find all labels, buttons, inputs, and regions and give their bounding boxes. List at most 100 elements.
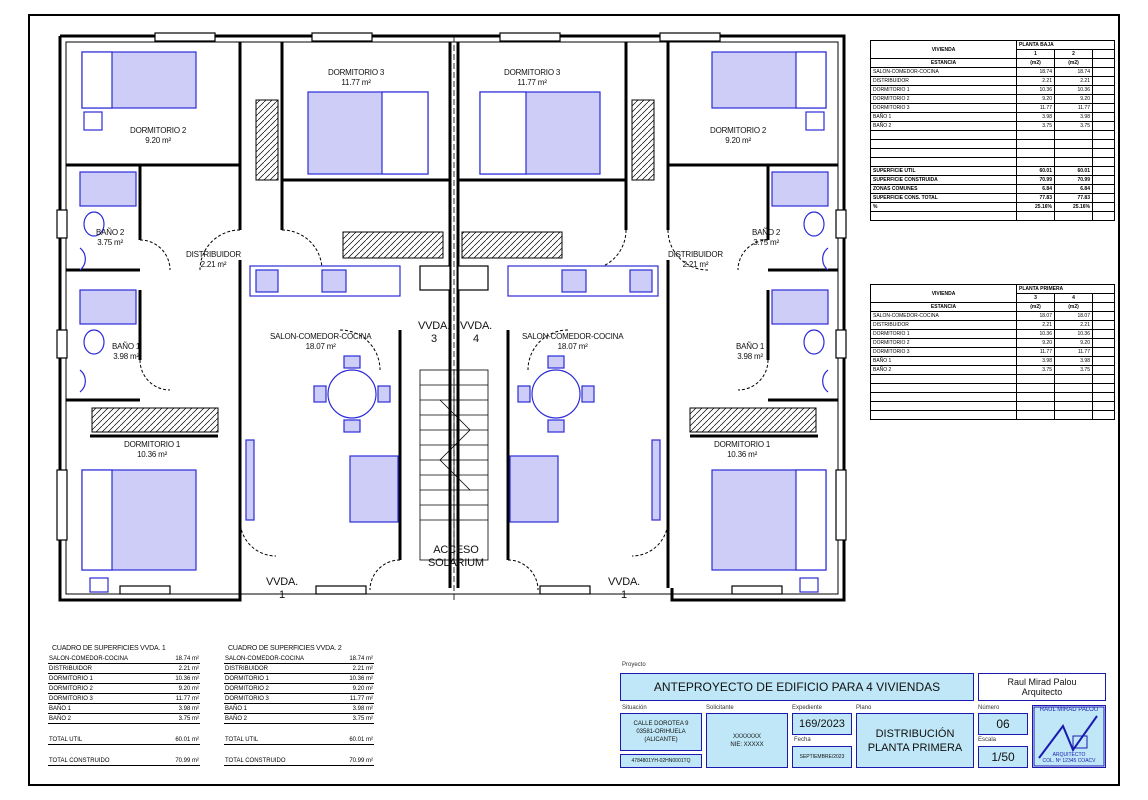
stamp-role: ARQUITECTO <box>1052 752 1086 758</box>
architect-name: Raul Mirad Palou <box>1007 677 1077 687</box>
room-name: DORMITORIO 3 <box>328 68 385 77</box>
unit-number: 1 <box>279 589 285 601</box>
table-unit: (m2) <box>1016 58 1055 68</box>
table-head-vivienda: VIVIENDA <box>870 40 1017 59</box>
table-col-2: 2 <box>1054 49 1093 59</box>
numero-box: 06 <box>978 713 1028 735</box>
table-head-planta: PLANTA PRIMERA <box>1016 284 1115 294</box>
plano-label: Plano <box>856 705 872 711</box>
unit-name: VVDA. <box>460 320 493 332</box>
door-swings <box>139 229 769 591</box>
expediente-box: 169/2023 <box>792 713 852 735</box>
table-col-4: 4 <box>1054 293 1093 303</box>
room-name: DORMITORIO 1 <box>714 440 771 449</box>
situacion-line: CALLE DOROTEA 9 <box>633 721 689 727</box>
room-area: 3.75 m² <box>753 238 779 247</box>
numero-label: Número <box>978 705 1000 711</box>
architect-role: Arquitecto <box>1021 687 1063 697</box>
room-label-vvda3: VVDA.3 <box>418 320 450 346</box>
room-area: 2.21 m² <box>200 260 227 269</box>
fecha-box: SEPTIEMBRE/2023 <box>792 746 852 768</box>
room-name: DORMITORIO 2 <box>130 126 187 135</box>
solicitante-box: XXXXXXX NIE: XXXXX <box>706 713 788 768</box>
room-area: 9.20 m² <box>145 136 171 145</box>
table-unit: (m2) <box>1054 302 1093 312</box>
expediente-label: Expediente <box>792 705 823 711</box>
wardrobes <box>91 99 817 433</box>
room-name: BAÑO 1 <box>736 342 765 351</box>
room-area: 3.98 m² <box>113 352 139 361</box>
escala-label: Escala <box>978 737 997 743</box>
unit-number: 4 <box>473 333 479 345</box>
solicitante-line: XXXXXXX <box>732 733 761 740</box>
solicitante-line: NIE: XXXXX <box>730 741 764 748</box>
unit-name: VVDA. <box>608 576 641 588</box>
situacion-line: (ALICANTE) <box>644 737 678 743</box>
proyecto-label: Proyecto <box>622 662 646 668</box>
table-total-row: %25.16%25.16% <box>870 202 1116 212</box>
table-col-1: 1 <box>1016 49 1055 59</box>
room-area: 10.36 m² <box>727 450 758 459</box>
table-head-estancia: ESTANCIA <box>870 302 1017 312</box>
interior-walls <box>66 42 838 588</box>
table-col-3: 3 <box>1016 293 1055 303</box>
exterior-walls <box>58 34 846 602</box>
acceso-line2: SOLARIUM <box>428 557 484 569</box>
unit-name: VVDA. <box>266 576 299 588</box>
furniture <box>79 51 829 593</box>
room-name: SALON-COMEDOR-COCINA <box>522 332 624 341</box>
room-area: 11.77 m² <box>517 78 547 87</box>
room-area: 2.21 m² <box>682 260 709 269</box>
room-name: DORMITORIO 2 <box>710 126 767 135</box>
room-name: BAÑO 2 <box>96 228 125 237</box>
room-area: 3.75 m² <box>97 238 123 247</box>
signature-stamp: RAUL MIRAD PALOU ARQUITECTO COL. Nº 1234… <box>1032 705 1106 768</box>
room-name: BAÑO 2 <box>752 228 781 237</box>
fecha-label: Fecha <box>794 737 811 743</box>
label-vvda1-right: VVDA.1 <box>608 576 640 602</box>
architect-box: Raul Mirad Palou Arquitecto <box>978 673 1106 701</box>
room-area: 3.98 m² <box>737 352 763 361</box>
escala-box: 1/50 <box>978 746 1028 768</box>
room-name: DISTRIBUIDOR <box>186 250 241 259</box>
label-vvda1-left: VVDA.1 <box>266 576 298 602</box>
unit-number: 3 <box>431 333 437 345</box>
plano-line1: DISTRIBUCIÓN <box>875 727 955 740</box>
